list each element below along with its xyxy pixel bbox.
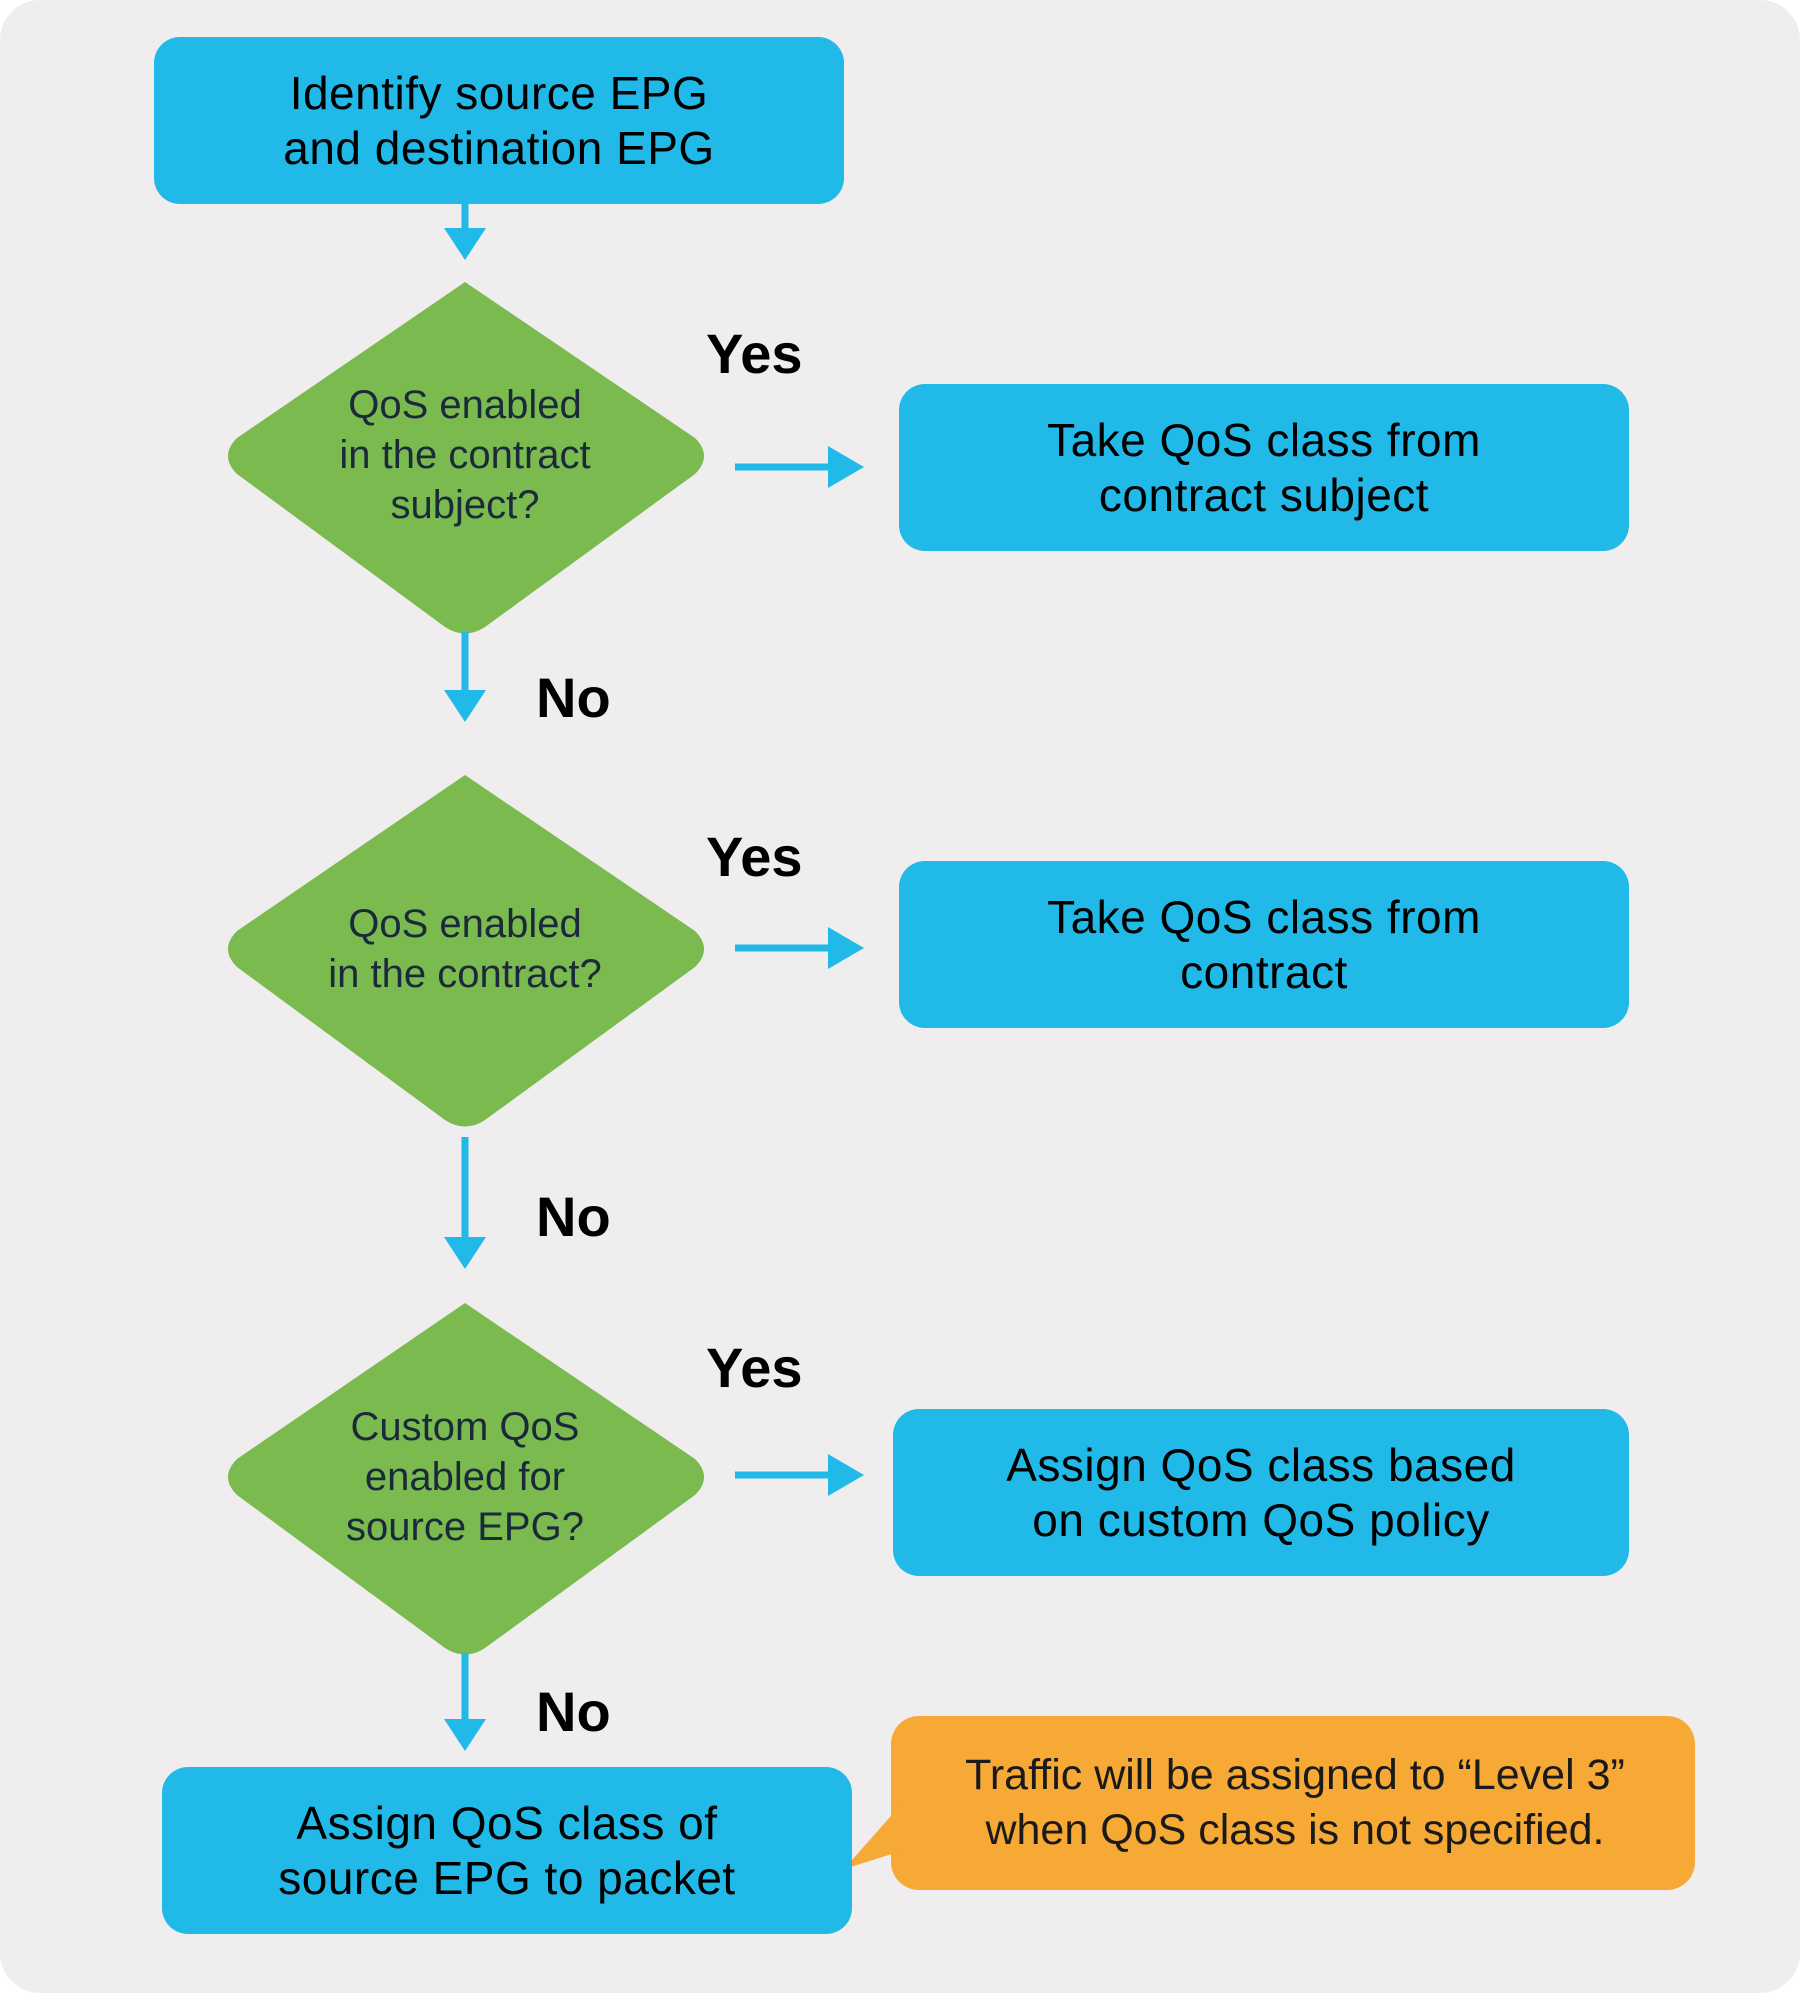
note-callout bbox=[844, 1716, 1695, 1890]
arrow-decision-1-yes bbox=[735, 446, 864, 488]
arrow-decision-1-no bbox=[444, 632, 486, 722]
arrow-decision-2-yes bbox=[735, 927, 864, 969]
decision-2-yes-label: Yes bbox=[706, 825, 803, 888]
start-box: Identify source EPG and destination EPG bbox=[154, 37, 844, 204]
decision-diamond-3 bbox=[228, 1303, 704, 1655]
decision-3-text: Custom QoS enabled for source EPG? bbox=[346, 1405, 584, 1549]
decision-1-text: QoS enabled in the contract subject? bbox=[339, 383, 591, 527]
arrow-decision-3-no bbox=[444, 1653, 486, 1751]
decision-diamond-2 bbox=[228, 775, 704, 1127]
arrow-decision-2-no bbox=[444, 1137, 486, 1269]
note-text: Traffic will be assigned to “Level 3” wh… bbox=[965, 1751, 1625, 1854]
decision-1-no-label: No bbox=[536, 666, 611, 729]
arrow-decision-3-yes bbox=[735, 1454, 864, 1496]
arrow-start-to-decision-1 bbox=[444, 203, 486, 260]
result-box-custom-qos: Assign QoS class based on custom QoS pol… bbox=[893, 1409, 1629, 1576]
decision-3-yes-label: Yes bbox=[706, 1336, 803, 1399]
end-box: Assign QoS class of source EPG to packet bbox=[162, 1767, 852, 1934]
decision-2-text: QoS enabled in the contract? bbox=[328, 902, 602, 996]
decision-diamond-1 bbox=[228, 282, 704, 634]
result-box-contract: Take QoS class from contract bbox=[899, 861, 1629, 1028]
decision-2-no-label: No bbox=[536, 1185, 611, 1248]
result-box-contract-subject: Take QoS class from contract subject bbox=[899, 384, 1629, 551]
decision-3-no-label: No bbox=[536, 1680, 611, 1743]
decision-1-yes-label: Yes bbox=[706, 322, 803, 385]
